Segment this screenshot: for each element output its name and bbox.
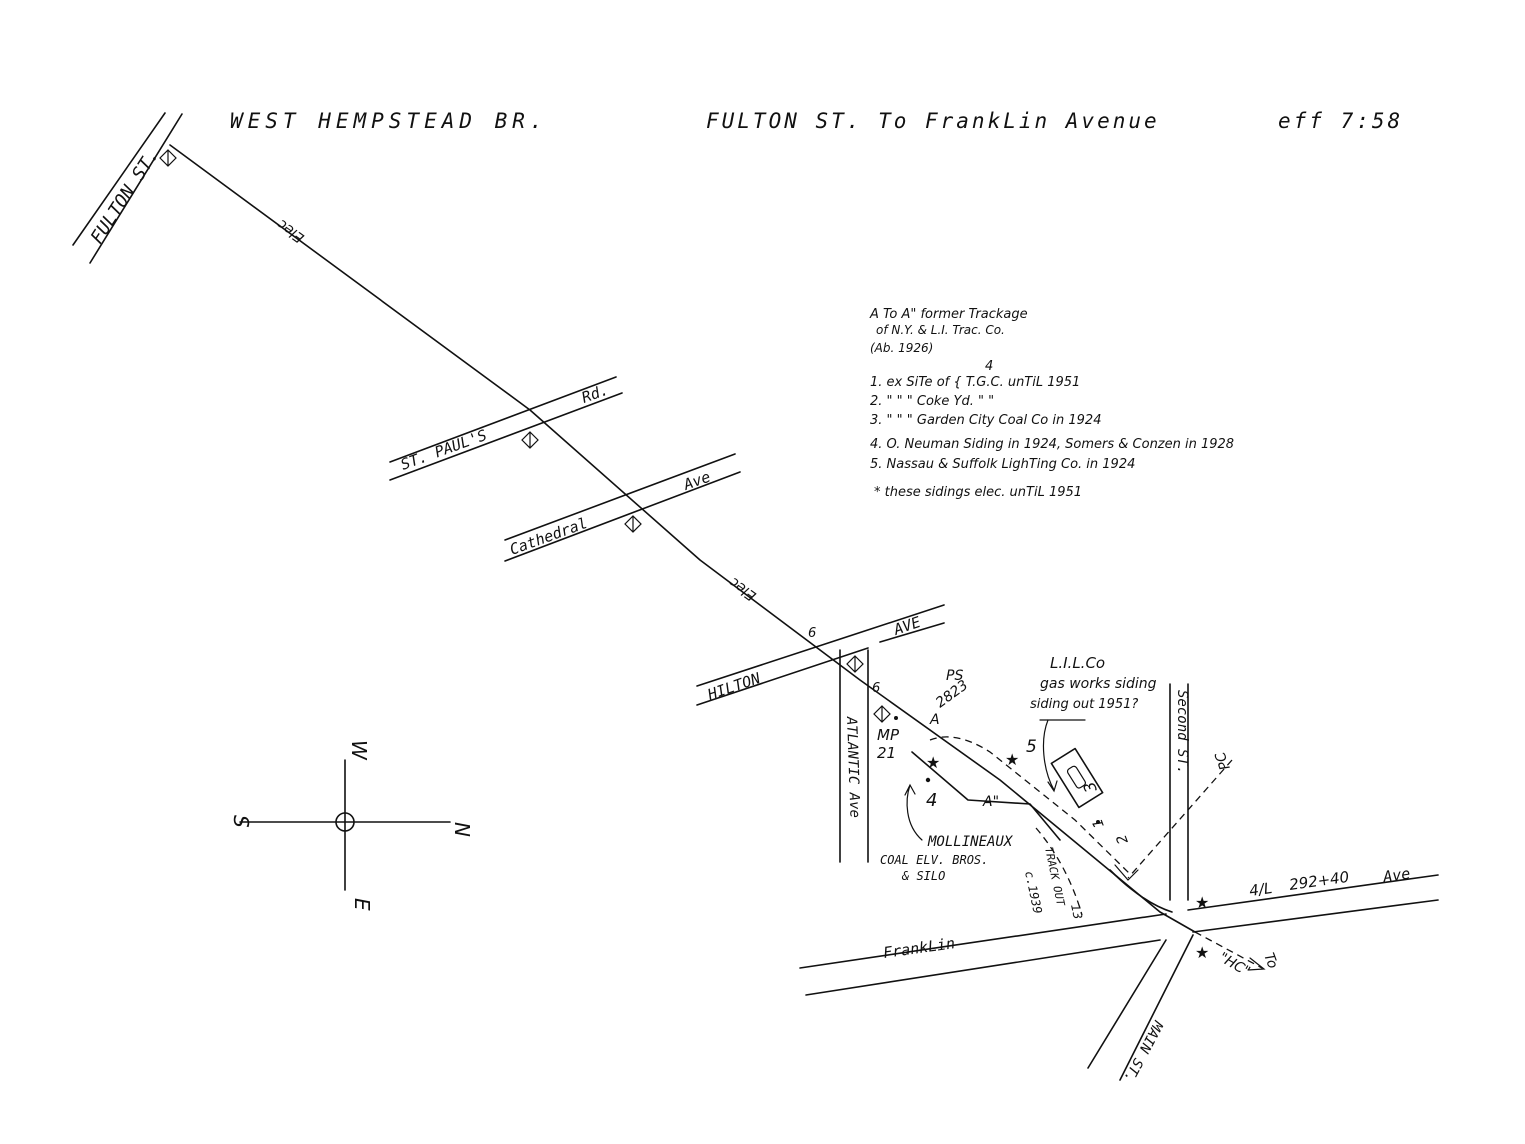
- site-label-coal-elv: COAL ELV. BROS.: [880, 853, 988, 867]
- legend-item-5: 5. Nassau & Suffolk LighTing Co. in 1924: [870, 457, 1135, 472]
- street-fulton: [72, 112, 183, 264]
- street-label-hilton-ave: AVE: [890, 613, 922, 639]
- to-hc-to: To: [1260, 951, 1280, 971]
- site-label-c1939: c.1939: [1022, 870, 1045, 915]
- legend-item-1-sup: 4: [985, 359, 993, 374]
- legend: A To A" former Trackage of N.Y. & L.I. T…: [869, 307, 1234, 500]
- street-cathedral: [504, 453, 741, 562]
- track-label-pc: PC: [1212, 749, 1233, 772]
- compass-west: W: [347, 740, 371, 761]
- lilco-arrow: [1042, 719, 1058, 793]
- star-mark: ★: [1195, 893, 1209, 912]
- compass-south: S: [229, 815, 253, 828]
- site-label-silo: & SILO: [901, 869, 945, 883]
- street-second: [1169, 683, 1189, 901]
- gas-holder-icon: [1050, 747, 1104, 809]
- station-mark: 292+40: [1288, 868, 1350, 894]
- site-number-2: 2: [1114, 832, 1132, 846]
- legend-item-3: 3. " " " Garden City Coal Co in 1924: [870, 413, 1101, 428]
- legend-note: * these sidings elec. unTiL 1951: [874, 485, 1082, 500]
- site-number-6: 6: [872, 681, 880, 696]
- to-hc-label: "HC": [1216, 950, 1253, 980]
- compass-rose: [239, 759, 451, 891]
- street-label-franklin-ave: Ave: [1381, 864, 1411, 886]
- legend-item-1: 1. ex SiTe of { T.G.C. unTiL 1951: [870, 375, 1080, 390]
- star-mark: ★: [926, 753, 940, 772]
- lilco-gas-works: gas works siding: [1040, 676, 1157, 692]
- station-prefix: 4/L: [1248, 879, 1273, 900]
- street-franklin: [799, 874, 1439, 996]
- street-label-fulton: FULTON ST.: [87, 145, 164, 247]
- siding-tracks: [911, 736, 1131, 916]
- star-mark: ★: [1195, 943, 1209, 962]
- site-number-4: 4: [926, 790, 937, 811]
- to-hc-arrowhead: [1247, 957, 1266, 971]
- site-point-a: A: [929, 712, 940, 728]
- street-label-franklin: FrankLin: [882, 934, 956, 962]
- mp-label: MP: [877, 726, 900, 744]
- junction-curve: [1109, 869, 1173, 913]
- site-number-6-upper: 6: [808, 626, 816, 641]
- site-dot: [1096, 820, 1100, 824]
- title-segment: FULTON ST. To FrankLin Avenue: [706, 109, 1160, 133]
- station-icon: [159, 149, 177, 167]
- street-label-second: Second ST.: [1174, 690, 1190, 774]
- street-atlantic: [839, 649, 869, 863]
- site-number-13: 13: [1068, 903, 1085, 921]
- track-label-elec-lower: Elec: [726, 574, 759, 604]
- junction-fork: [1114, 864, 1139, 881]
- main-track: [169, 144, 1196, 933]
- track-label-elec-upper: Elec: [274, 216, 307, 246]
- lilco-siding-out: siding out 1951?: [1030, 697, 1138, 712]
- street-label-cathedral-ave: Ave: [680, 468, 713, 495]
- site-label-track-out: TRACK OUT: [1042, 846, 1067, 908]
- compass-north: N: [450, 822, 474, 837]
- street-label-st-pauls: ST. PAUL'S: [398, 426, 489, 474]
- legend-item-2: 2. " " " Coke Yd. " ": [870, 394, 994, 409]
- street-st-pauls: [389, 376, 623, 481]
- site-number-1: 1: [1090, 816, 1108, 830]
- star-mark: ★: [1005, 750, 1019, 769]
- station-icon: [521, 431, 539, 449]
- site-number-3: 3: [1079, 779, 1100, 795]
- to-hc-line: [1194, 931, 1263, 969]
- title-branch: WEST HEMPSTEAD BR.: [230, 109, 548, 133]
- pc-line: [1127, 759, 1233, 879]
- legend-line-1: A To A" former Trackage: [869, 307, 1028, 322]
- legend-line-2: of N.Y. & L.I. Trac. Co.: [876, 323, 1005, 337]
- street-label-atlantic: ATLANTIC Ave: [843, 716, 863, 819]
- mp-marker-icon: [873, 705, 898, 723]
- site-number-5: 5: [1026, 737, 1037, 757]
- station-icon: [624, 515, 642, 533]
- station-icon: [846, 655, 864, 673]
- site-point-a2: A": [982, 794, 999, 810]
- title-effective: eff 7:58: [1278, 109, 1403, 133]
- street-main: [1087, 934, 1194, 1081]
- street-label-main: MAIN ST.: [1120, 1017, 1166, 1085]
- site-label-mollineaux: MOLLINEAUX: [927, 834, 1014, 850]
- legend-item-4: 4. O. Neuman Siding in 1924, Somers & Co…: [870, 437, 1234, 452]
- mp-number: 21: [877, 744, 896, 762]
- site-dot: [925, 777, 931, 783]
- mollineaux-arrow: [904, 783, 923, 841]
- street-label-cathedral: Cathedral: [507, 514, 590, 559]
- lilco-label: L.I.L.Co: [1050, 654, 1105, 672]
- street-label-st-pauls-rd: Rd.: [579, 381, 611, 407]
- legend-line-3: (Ab. 1926): [870, 341, 933, 355]
- compass-east: E: [350, 898, 374, 911]
- ps-label: PS: [946, 668, 963, 684]
